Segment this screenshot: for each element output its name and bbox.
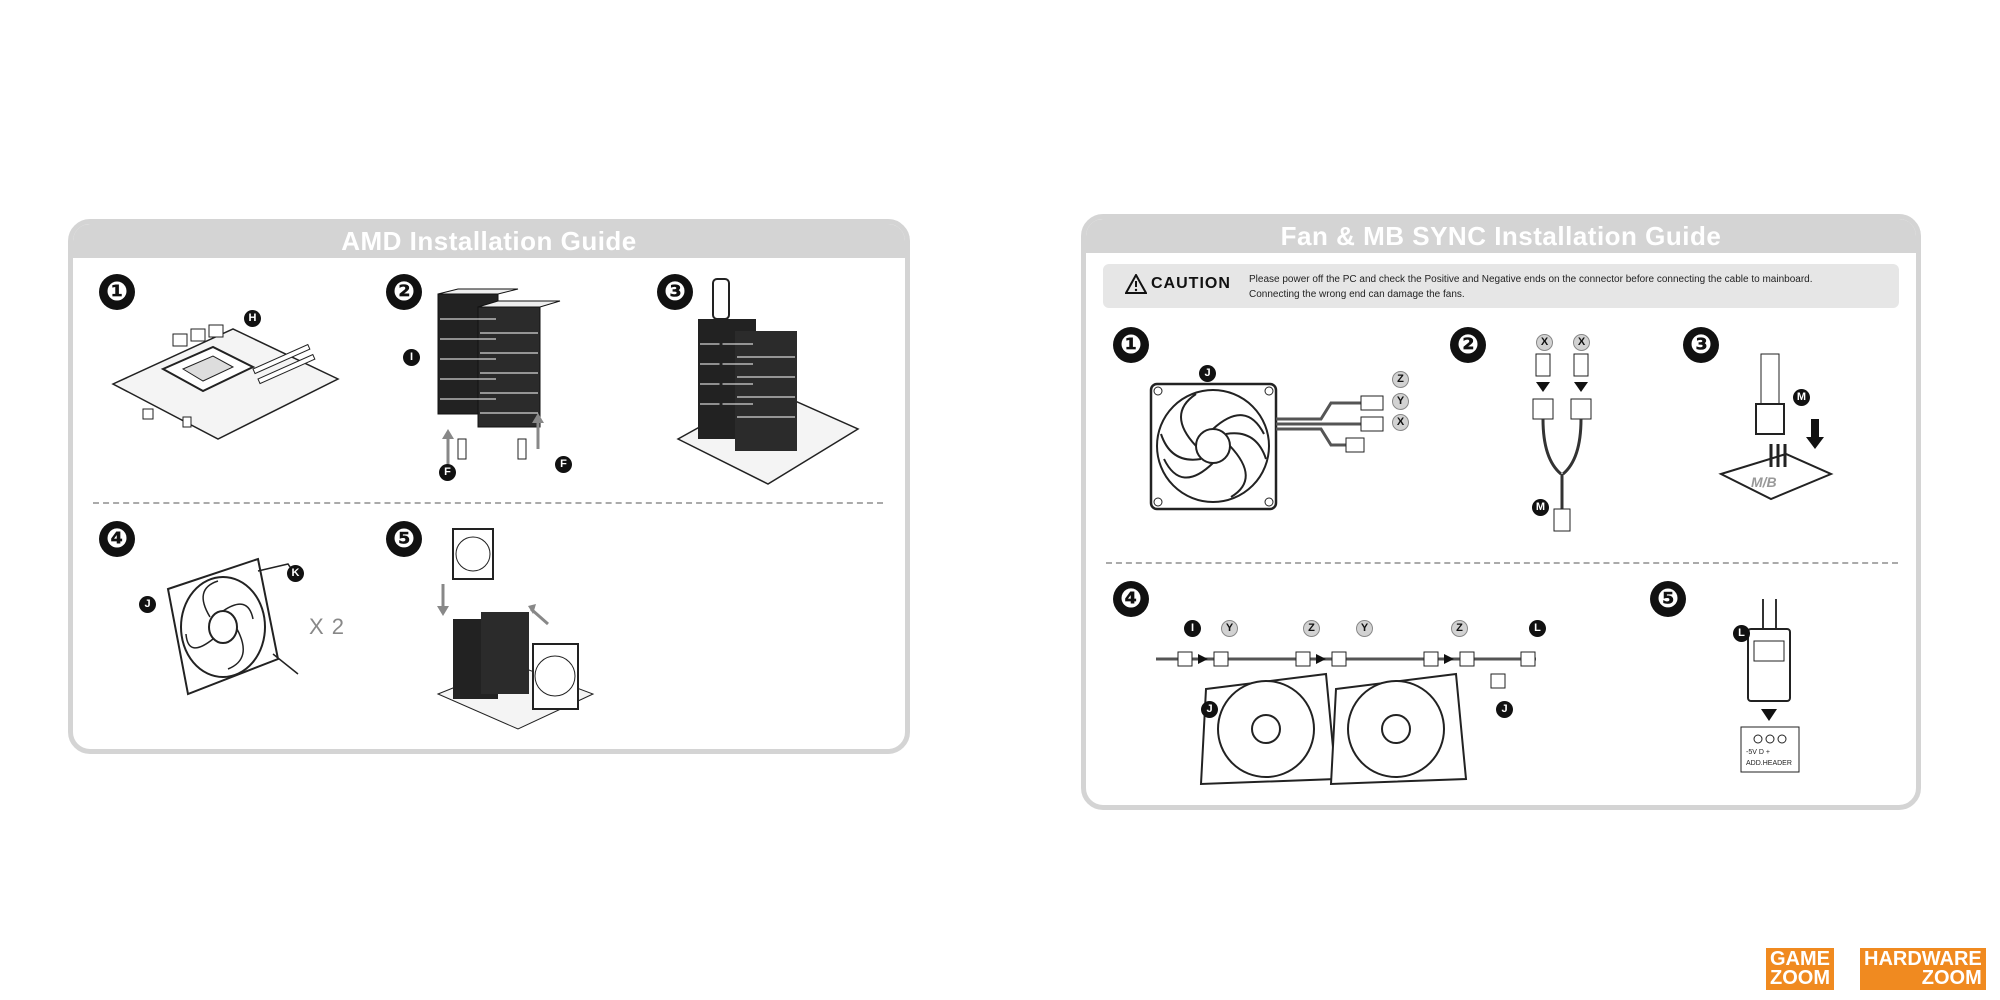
- add-header-illustration: -5V D + ADD.HEADER: [1740, 599, 1800, 773]
- add-header-label: ADD.HEADER: [1746, 760, 1792, 767]
- caution-line-1: Please power off the PC and check the Po…: [1249, 274, 1813, 285]
- caution-box: CAUTION Please power off the PC and chec…: [1103, 264, 1899, 308]
- board-label: M/B: [1751, 474, 1777, 490]
- amd-step-4-badge: ❹: [99, 521, 135, 557]
- fan-cable-illustration: [1149, 382, 1384, 511]
- amd-step-2-badge: ❷: [386, 274, 422, 310]
- quantity-multiplier: X 2: [309, 614, 346, 639]
- part-label-z-1: Z: [1303, 620, 1320, 637]
- motherboard-illustration: [111, 324, 340, 440]
- fan-step-5-badge: ❺: [1650, 581, 1686, 617]
- warning-triangle-icon: [1125, 274, 1147, 294]
- fan-clip-illustration: [166, 557, 299, 696]
- part-label-j: J: [1199, 365, 1216, 382]
- amd-step-divider: [93, 502, 883, 504]
- amd-step-5-badge: ❺: [386, 521, 422, 557]
- part-label-f-right: F: [555, 456, 572, 473]
- part-label-l: L: [1733, 625, 1750, 642]
- part-label-x-left: X: [1536, 334, 1553, 351]
- splitter-cable-illustration: [1532, 353, 1592, 532]
- mb-header-connection-illustration: M/B: [1718, 353, 1834, 501]
- fan-panel-title: Fan & MB SYNC Installation Guide: [1086, 219, 1916, 253]
- part-label-x-right: X: [1573, 334, 1590, 351]
- fan-attach-illustration: [436, 528, 595, 730]
- fan-sync-installation-panel: Fan & MB SYNC Installation Guide CAUTION…: [1081, 214, 1921, 810]
- caution-label: CAUTION: [1125, 274, 1231, 294]
- part-label-x: X: [1392, 414, 1409, 431]
- caution-line-2: Connecting the wrong end can damage the …: [1249, 289, 1465, 300]
- part-label-y: Y: [1392, 393, 1409, 410]
- fan-step-2-badge: ❷: [1450, 327, 1486, 363]
- fan-step-1-badge: ❶: [1113, 327, 1149, 363]
- part-label-j-right: J: [1496, 701, 1513, 718]
- fan-daisy-chain-illustration: [1156, 651, 1536, 786]
- amd-step-3-badge: ❸: [657, 274, 693, 310]
- gamezoom-logo: GAME ZOOM: [1766, 948, 1834, 990]
- cooler-mounted-illustration: [676, 278, 860, 485]
- amd-installation-panel: AMD Installation Guide ❶ ❷ ❸ ❹ ❺ H I: [68, 219, 910, 754]
- part-label-z: Z: [1392, 371, 1409, 388]
- caution-label-text: CAUTION: [1151, 275, 1231, 292]
- part-label-i: I: [403, 349, 420, 366]
- cooler-bracket-illustration: [437, 288, 561, 464]
- caution-message: Please power off the PC and check the Po…: [1249, 272, 1889, 302]
- part-label-i: I: [1184, 620, 1201, 637]
- part-label-k: K: [287, 565, 304, 582]
- part-label-z-2: Z: [1451, 620, 1468, 637]
- part-label-y-1: Y: [1221, 620, 1238, 637]
- part-label-m: M: [1532, 499, 1549, 516]
- part-label-f-left: F: [439, 464, 456, 481]
- part-label-m: M: [1793, 389, 1810, 406]
- part-label-l: L: [1529, 620, 1546, 637]
- header-pin-labels: -5V D +: [1746, 749, 1770, 756]
- hardwarezoom-logo: HARDWARE ZOOM: [1860, 948, 1986, 990]
- part-label-j-left: J: [1201, 701, 1218, 718]
- amd-panel-title: AMD Installation Guide: [73, 224, 905, 258]
- amd-step-1-badge: ❶: [99, 274, 135, 310]
- fan-step-4-badge: ❹: [1113, 581, 1149, 617]
- part-label-h: H: [244, 310, 261, 327]
- fan-step-divider: [1106, 562, 1898, 564]
- part-label-y-2: Y: [1356, 620, 1373, 637]
- fan-step-3-badge: ❸: [1683, 327, 1719, 363]
- part-label-j: J: [139, 596, 156, 613]
